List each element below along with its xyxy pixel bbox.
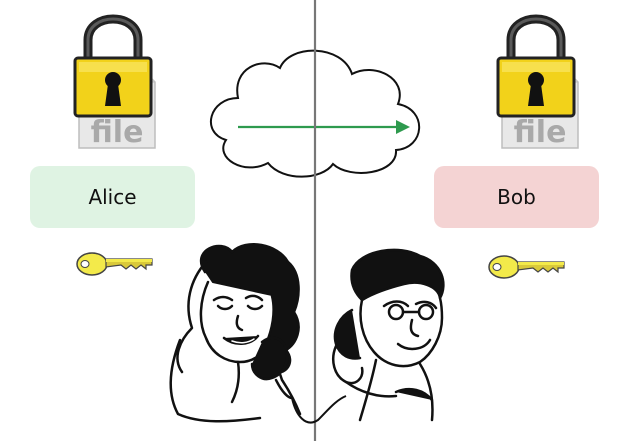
bob-name: Bob	[497, 185, 536, 209]
bob-locked-file-icon	[498, 19, 578, 150]
transfer-arrow	[238, 120, 410, 134]
alice-key-icon	[76, 252, 153, 276]
alice-name: Alice	[88, 185, 137, 209]
alice-locked-file-icon	[75, 19, 155, 150]
phone-cord	[291, 395, 347, 424]
bob-key-icon	[488, 255, 565, 279]
bob-label-box: Bob	[434, 166, 599, 228]
woman-on-phone-illustration	[169, 243, 302, 423]
man-on-phone-illustration	[332, 248, 445, 422]
alice-label-box: Alice	[30, 166, 195, 228]
